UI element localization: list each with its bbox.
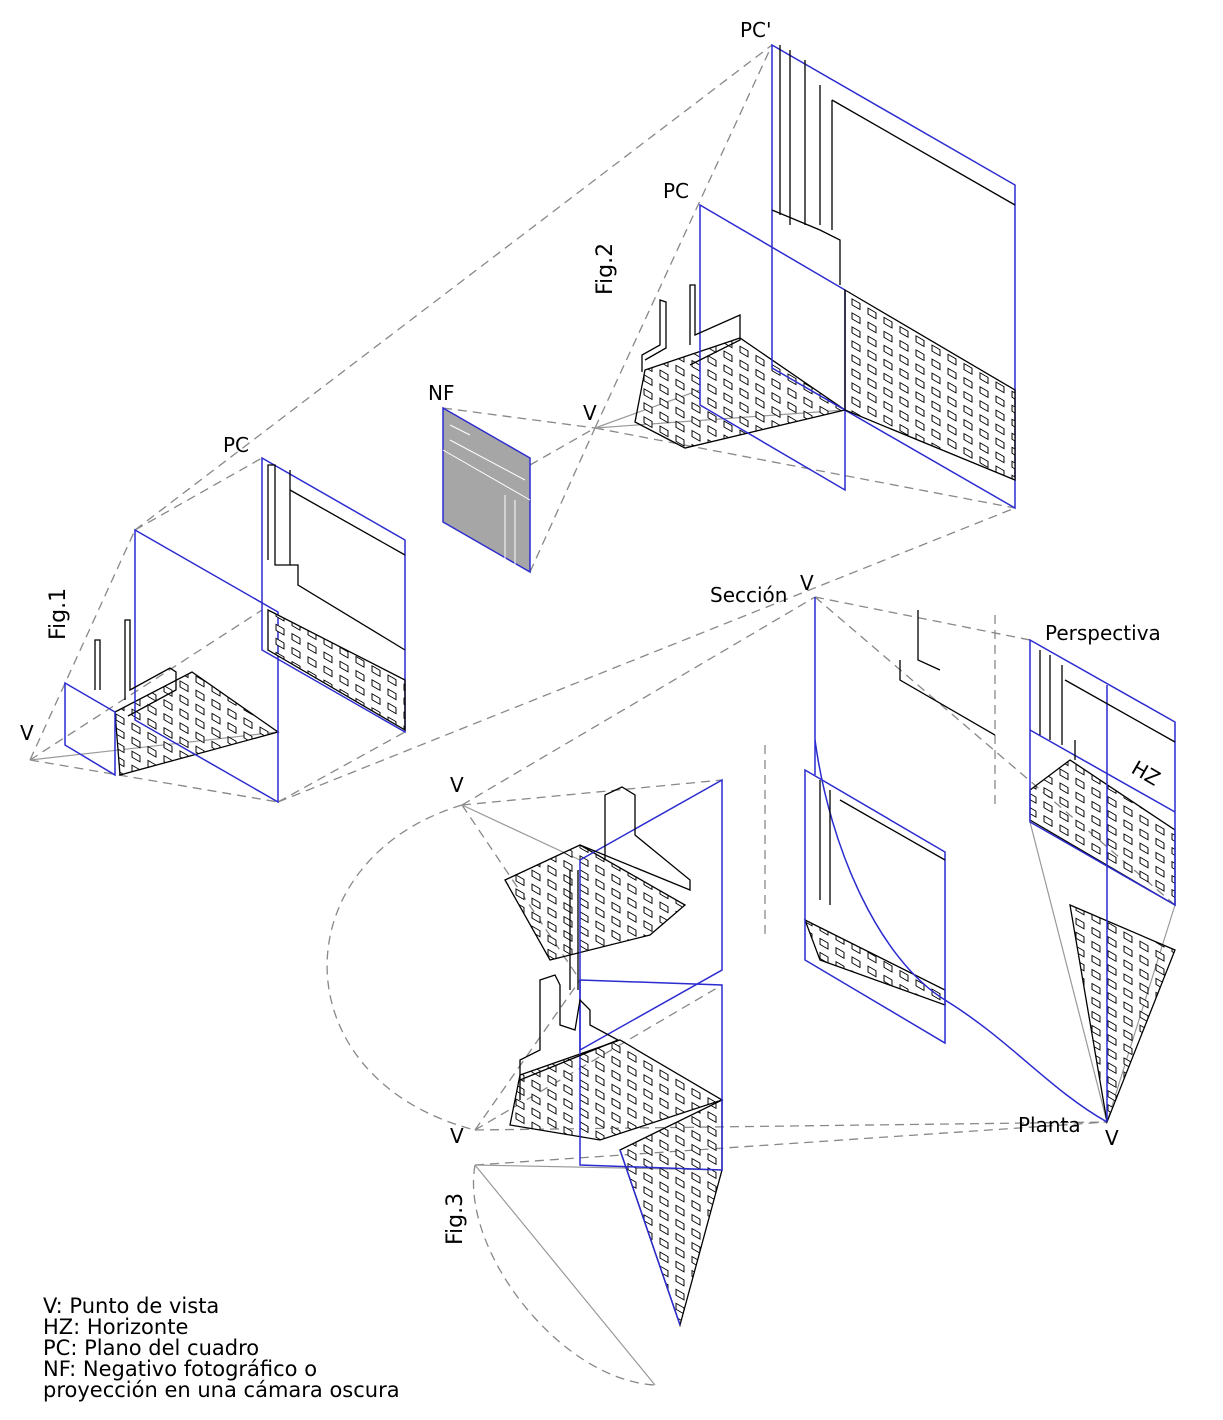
hz-label: HZ — [1128, 756, 1165, 791]
fig2-pc-label: PC — [663, 179, 689, 203]
negative-photo — [442, 406, 531, 574]
floor-tiles-plan — [619, 1098, 723, 1328]
wall-outline-mid — [819, 610, 996, 905]
figure-3: Sección V Perspectiva HZ Planta V V V Fi… — [326, 571, 1176, 1386]
legend-item: proyección en una cámara oscura — [43, 1378, 400, 1402]
floor-tiles-upper — [504, 844, 687, 961]
picture-plane-pc-prime — [771, 43, 1016, 510]
legend-item: HZ: Horizonte — [43, 1315, 189, 1339]
v-upper-label: V — [450, 773, 464, 797]
picture-plane-mid — [134, 528, 279, 804]
floor-tiles-mid — [803, 918, 946, 1006]
wall-outline-perspective — [1039, 650, 1176, 760]
perspectiva-label: Perspectiva — [1045, 621, 1161, 645]
fig2-pc-prime-label: PC' — [740, 18, 772, 42]
negative-detail — [442, 424, 531, 565]
picture-plane-lower — [579, 979, 723, 1171]
fig2-nf-label: NF — [428, 381, 454, 405]
wall-outline — [94, 464, 406, 732]
projection-lines — [326, 596, 1176, 1386]
legend-item: PC: Plano del cuadro — [43, 1336, 260, 1360]
floor-tiles — [634, 337, 847, 449]
picture-plane-pc — [261, 456, 406, 734]
floor-tiles — [114, 671, 280, 776]
picture-plane-mid — [804, 768, 946, 1045]
seccion-v-label: V — [800, 571, 814, 595]
fig2-title: Fig.2 — [593, 243, 618, 295]
fig3-title: Fig.3 — [443, 1193, 468, 1245]
planta-label: Planta — [1018, 1113, 1081, 1137]
legend-item: NF: Negativo fotográfico o — [43, 1357, 318, 1381]
wall-outline — [641, 45, 1016, 481]
figure-2: PC' PC NF V Fig.2 — [428, 18, 1016, 574]
fig1-v-label: V — [20, 721, 34, 745]
figure-1: PC V Fig.1 — [20, 44, 1016, 804]
fig1-title: Fig.1 — [46, 588, 71, 640]
fig1-pc-label: PC — [223, 433, 249, 457]
legend-item: V: Punto de vista — [43, 1294, 220, 1318]
planta-v-label: V — [1105, 1126, 1119, 1150]
v-lower-label: V — [450, 1124, 464, 1148]
picture-plane-small — [64, 681, 116, 777]
picture-plane-perspective — [1029, 638, 1176, 907]
floor-tiles-planta — [1069, 903, 1176, 1125]
seccion-label: Sección — [710, 583, 787, 607]
fig2-v-label: V — [583, 401, 597, 425]
wall-outline — [519, 786, 691, 1100]
picture-plane-pc — [699, 203, 846, 492]
legend: V: Punto de vista HZ: Horizonte PC: Plan… — [43, 1296, 400, 1401]
